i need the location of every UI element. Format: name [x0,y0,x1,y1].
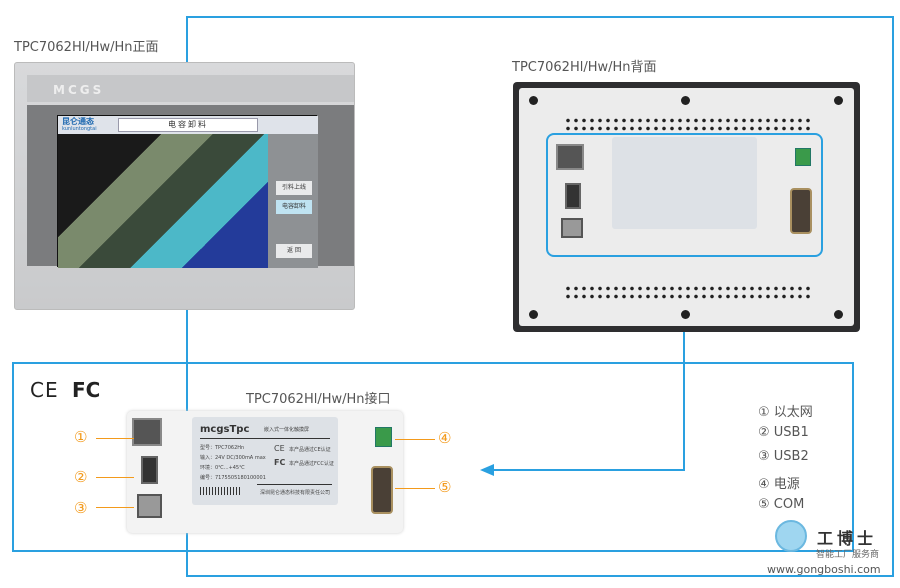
usb2-port [137,494,162,518]
com-port [371,466,393,514]
callout-3: ③ [74,499,88,517]
legend-item: ① 以太网 [758,405,813,420]
label-serial: 编号：7175505180100001 [200,475,266,481]
ethernet-port [132,418,162,446]
power-terminal [375,427,392,447]
watermark-name: 工博士 [817,529,878,548]
connector-line [492,469,685,471]
callout-1: ① [74,428,88,446]
screen-button-feed[interactable]: 引料上线 [276,181,312,195]
callout-2: ② [74,468,88,486]
barcode [200,487,240,495]
label-ce: CE [274,444,285,453]
frame-line [12,362,854,364]
screen-button-back[interactable]: 返 回 [276,244,312,258]
rear-panel [513,82,860,332]
product-label: mcgsTpc 嵌入式一体化触摸屏 型号：TPC7062Hn 输入：24V DC… [192,417,338,505]
frame-line [186,16,894,18]
screen-title: 电容卸料 [118,118,258,132]
legend-item: ② USB1 [758,425,809,440]
label-company: 深圳昆仑通态科技有限责任公司 [260,490,331,496]
frame-line [12,362,14,552]
ce-mark: CE [30,378,59,402]
watermark-url: www.gongboshi.com [767,563,881,576]
label-env: 环境：0℃...+45℃ [200,465,245,471]
label-model: 型号：TPC7062Hn [200,445,245,451]
interface-module: mcgsTpc 嵌入式一体化触摸屏 型号：TPC7062Hn 输入：24V DC… [127,411,403,533]
screen-logo-text: 昆仑通态 [62,117,94,126]
rear-title: TPC7062Hl/Hw/Hn背面 [512,60,657,75]
callout-5: ⑤ [438,478,452,496]
frame-line [186,16,188,62]
interface-title: TPC7062Hl/Hw/Hn接口 [246,392,391,407]
arrow-left-icon [480,464,494,476]
front-title: TPC7062Hl/Hw/Hn正面 [14,40,159,55]
screen-button-unload[interactable]: 电容卸料 [276,200,312,214]
port-legend: ① 以太网 ② USB1 ③ USB2 ④ 电源 ⑤ COM [758,401,813,521]
frame-line [852,362,854,552]
label-fcc: FC [274,458,286,467]
label-product: 嵌入式一体化触摸屏 [264,427,310,433]
connector-line [683,255,685,471]
legend-item: ④ 电源 [758,477,800,492]
usb1-port [141,456,158,484]
frame-line [892,16,894,577]
fc-mark: FC [72,378,101,402]
legend-item: ⑤ COM [758,497,805,512]
watermark-slogan: 智能工厂服务商 [816,550,880,560]
machine-image [58,134,268,268]
label-brand: mcgsTpc [200,424,250,435]
label-fcc-text: 本产品通过FCC认证 [289,461,334,467]
screen-logo-sub: kunluntongtai [62,126,97,132]
mascot-icon [775,520,807,552]
callout-4: ④ [438,429,452,447]
frame-line [12,550,854,552]
legend-item: ③ USB2 [758,449,809,464]
interface-highlight [546,133,823,257]
label-input: 输入：24V DC/300mA max [200,455,266,461]
brand-label: MCGS [53,83,105,97]
frame-line [186,575,894,577]
label-ce-text: 本产品通过CE认证 [289,447,331,453]
